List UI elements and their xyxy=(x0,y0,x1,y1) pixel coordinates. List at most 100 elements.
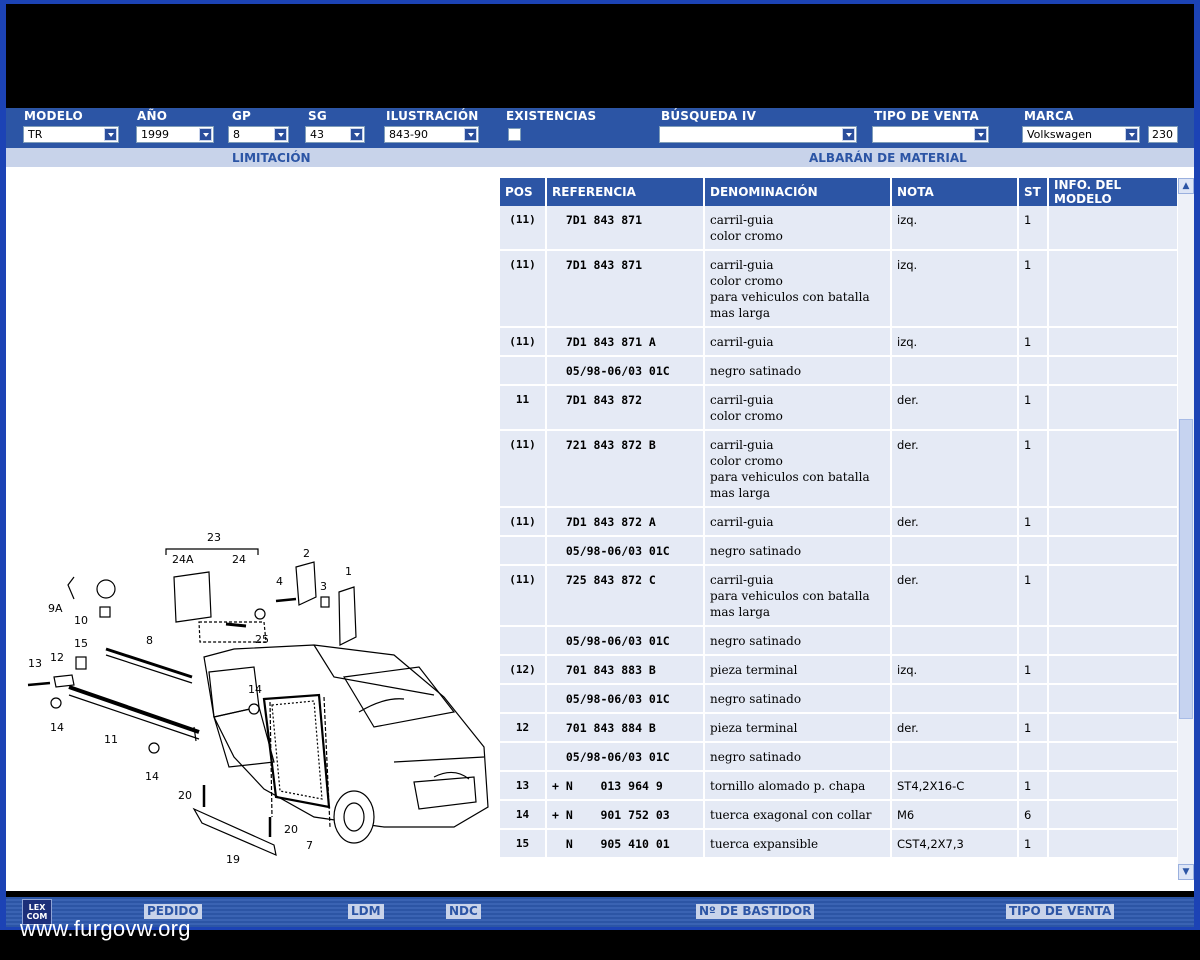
callout-15: 15 xyxy=(74,637,88,650)
modelo-select[interactable]: TR xyxy=(23,126,119,143)
cell-st xyxy=(1018,626,1049,656)
denominacion-line: mas larga xyxy=(710,486,771,500)
col-nota[interactable]: NOTA xyxy=(891,178,1019,206)
marca-value: Volkswagen xyxy=(1027,128,1093,141)
callout-20-a: 20 xyxy=(178,789,192,802)
cell-denominacion: carril-guia xyxy=(704,507,892,537)
marca-code-field[interactable]: 230 xyxy=(1148,126,1178,143)
cell-denominacion: negro satinado xyxy=(704,626,892,656)
scroll-thumb[interactable] xyxy=(1179,419,1193,719)
tipo-venta-button[interactable]: TIPO DE VENTA xyxy=(1006,904,1115,919)
cell-info-modelo xyxy=(1048,536,1178,566)
chevron-down-icon[interactable] xyxy=(199,128,212,141)
window-border-right xyxy=(1194,0,1200,930)
busqueda-select[interactable] xyxy=(659,126,857,143)
chevron-down-icon[interactable] xyxy=(104,128,117,141)
cell-nota: izq. xyxy=(891,655,1019,685)
ilustracion-value: 843-90 xyxy=(389,128,428,141)
denominacion-line: carril-guia xyxy=(710,438,774,452)
col-referencia[interactable]: REFERENCIA xyxy=(546,178,705,206)
callout-14-a: 14 xyxy=(50,721,64,734)
ano-select[interactable]: 1999 xyxy=(136,126,214,143)
ilustracion-select[interactable]: 843-90 xyxy=(384,126,479,143)
cell-referencia: 721 843 872 B xyxy=(546,430,705,508)
cell-info-modelo xyxy=(1048,771,1178,801)
cell-referencia: + N 013 964 9 xyxy=(546,771,705,801)
ndc-button[interactable]: NDC xyxy=(446,904,481,919)
cell-denominacion: tornillo alomado p. chapa xyxy=(704,771,892,801)
denominacion-line: carril-guia xyxy=(710,258,774,272)
cell-nota: ST4,2X16-C xyxy=(891,771,1019,801)
bastidor-button[interactable]: Nº DE BASTIDOR xyxy=(696,904,815,919)
cell-nota: CST4,2X7,3 xyxy=(891,829,1019,859)
cell-denominacion: tuerca exagonal con collar xyxy=(704,800,892,830)
cell-pos: (12) xyxy=(500,655,547,685)
cell-referencia: 05/98-06/03 01C xyxy=(546,626,705,656)
cell-info-modelo xyxy=(1048,713,1178,743)
callout-12: 12 xyxy=(50,651,64,664)
chevron-down-icon[interactable] xyxy=(1125,128,1138,141)
cell-nota xyxy=(891,626,1019,656)
scroll-down-icon[interactable]: ▼ xyxy=(1178,864,1194,880)
scroll-up-icon[interactable]: ▲ xyxy=(1178,178,1194,194)
sg-select[interactable]: 43 xyxy=(305,126,365,143)
denominacion-line: negro satinado xyxy=(710,544,802,558)
chevron-down-icon[interactable] xyxy=(274,128,287,141)
denominacion-line: mas larga xyxy=(710,605,771,619)
filter-header: MODELO TR AÑO 1999 GP 8 SG 43 ILUSTRACIÓ… xyxy=(6,108,1194,148)
col-pos[interactable]: POS xyxy=(500,178,547,206)
lexcom-logo: LEX COM xyxy=(22,899,52,925)
chevron-down-icon[interactable] xyxy=(350,128,363,141)
cell-nota: der. xyxy=(891,565,1019,627)
chevron-down-icon[interactable] xyxy=(842,128,855,141)
cell-st: 1 xyxy=(1018,430,1049,508)
col-st[interactable]: ST xyxy=(1018,178,1049,206)
tipo-venta-select[interactable] xyxy=(872,126,989,143)
chevron-down-icon[interactable] xyxy=(464,128,477,141)
cell-nota: der. xyxy=(891,430,1019,508)
cell-info-modelo xyxy=(1048,327,1178,357)
cell-st: 6 xyxy=(1018,800,1049,830)
col-info-modelo[interactable]: INFO. DEL MODELO xyxy=(1048,178,1178,206)
denominacion-line: carril-guia xyxy=(710,335,774,349)
cell-referencia: 7D1 843 872 xyxy=(546,385,705,431)
label-tipo-venta: TIPO DE VENTA xyxy=(874,109,979,123)
existencias-checkbox[interactable] xyxy=(508,128,521,141)
table-scrollbar[interactable]: ▲ ▼ xyxy=(1178,178,1194,880)
callout-2: 2 xyxy=(303,547,310,560)
ldm-button[interactable]: LDM xyxy=(348,904,384,919)
pedido-button[interactable]: PEDIDO xyxy=(144,904,202,919)
cell-referencia: 725 843 872 C xyxy=(546,565,705,627)
chevron-down-icon[interactable] xyxy=(974,128,987,141)
parts-illustration[interactable]: 23 24A 24 2 4 3 1 9A 10 15 8 12 13 25 14… xyxy=(14,527,494,867)
cell-st xyxy=(1018,536,1049,566)
col-denominacion[interactable]: DENOMINACIÓN xyxy=(704,178,892,206)
callout-11: 11 xyxy=(104,733,118,746)
gp-select[interactable]: 8 xyxy=(228,126,289,143)
cell-denominacion: pieza terminal xyxy=(704,655,892,685)
cell-info-modelo xyxy=(1048,742,1178,772)
cell-info-modelo xyxy=(1048,430,1178,508)
cell-st: 1 xyxy=(1018,327,1049,357)
marca-select[interactable]: Volkswagen xyxy=(1022,126,1140,143)
cell-pos: 13 xyxy=(500,771,547,801)
cell-referencia: 701 843 884 B xyxy=(546,713,705,743)
